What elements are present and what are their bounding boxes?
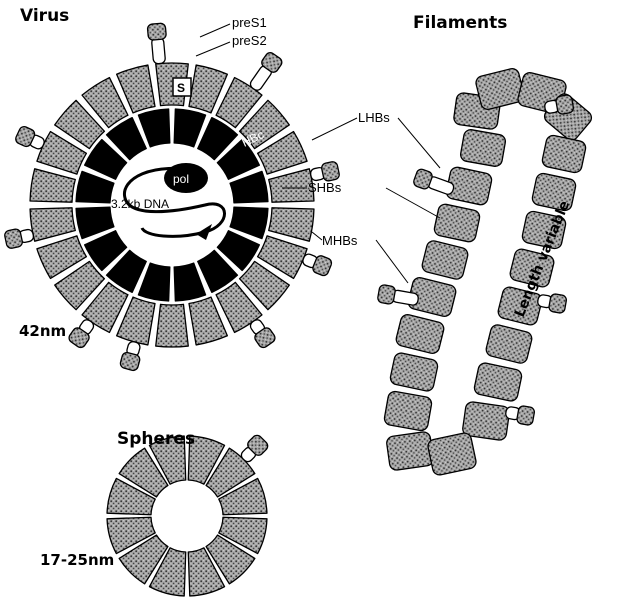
filaments-title: Filaments xyxy=(413,13,507,33)
filament-segment xyxy=(485,323,533,364)
sphere-particle xyxy=(107,433,270,596)
lhbs-leader-filament xyxy=(398,118,440,168)
filament-segment xyxy=(460,129,507,168)
virus-size-label: 42nm xyxy=(19,322,66,340)
filament-segment xyxy=(395,313,445,355)
filament-segment xyxy=(421,239,469,280)
surface-protein-knob xyxy=(119,340,144,372)
protein-cap xyxy=(516,405,535,426)
filament-segment xyxy=(383,390,432,431)
shbs-leader-filament xyxy=(386,188,440,218)
envelope-segment xyxy=(269,208,314,241)
protein-cap xyxy=(548,293,567,314)
envelope-segment xyxy=(156,304,189,347)
filament-segment xyxy=(386,431,434,471)
envelope-segment xyxy=(30,208,75,241)
pres2-leader xyxy=(196,42,230,56)
lhbs-label: LHBs xyxy=(358,110,390,125)
envelope-segment xyxy=(30,169,75,202)
pres1-label: preS1 xyxy=(232,15,267,30)
protein-cap xyxy=(555,94,574,115)
s-label: S xyxy=(177,81,185,95)
surface-protein-knob xyxy=(4,226,35,249)
mhbs-label: MHBs xyxy=(322,233,358,248)
surface-protein-knob xyxy=(147,23,168,64)
pres1-leader xyxy=(200,24,230,37)
protein-cap xyxy=(147,23,166,41)
filament-segment xyxy=(473,362,523,402)
spheres-title: Spheres xyxy=(117,429,195,449)
shbs-label: SHBs xyxy=(308,180,342,195)
filament-segment xyxy=(541,134,587,174)
filament-particle xyxy=(377,67,594,476)
filament-segment xyxy=(427,432,478,476)
pres2-label: preS2 xyxy=(232,33,267,48)
surface-protein-knob xyxy=(536,291,567,314)
protein-stalk xyxy=(151,37,165,64)
protein-cap xyxy=(377,284,396,305)
lhbs-leader xyxy=(312,118,357,140)
mhbs-leader xyxy=(312,232,322,240)
protein-cap xyxy=(321,161,340,182)
dna-label: 3.2kb DNA xyxy=(111,197,169,211)
virus-title: Virus xyxy=(20,6,69,26)
filament-segment xyxy=(389,352,439,392)
spheres-size-label: 17-25nm xyxy=(40,551,114,569)
protein-cap xyxy=(4,228,23,249)
filament-segment xyxy=(475,67,526,111)
pol-label: pol xyxy=(173,172,189,186)
surface-protein-knob xyxy=(504,403,535,426)
virus-particle: pol 3.2kb DNA HBc S xyxy=(4,23,340,372)
surface-protein-knob xyxy=(246,51,284,94)
mhbs-leader-filament xyxy=(376,240,408,283)
filament-segment xyxy=(433,203,481,243)
surface-protein-knob xyxy=(412,168,456,199)
